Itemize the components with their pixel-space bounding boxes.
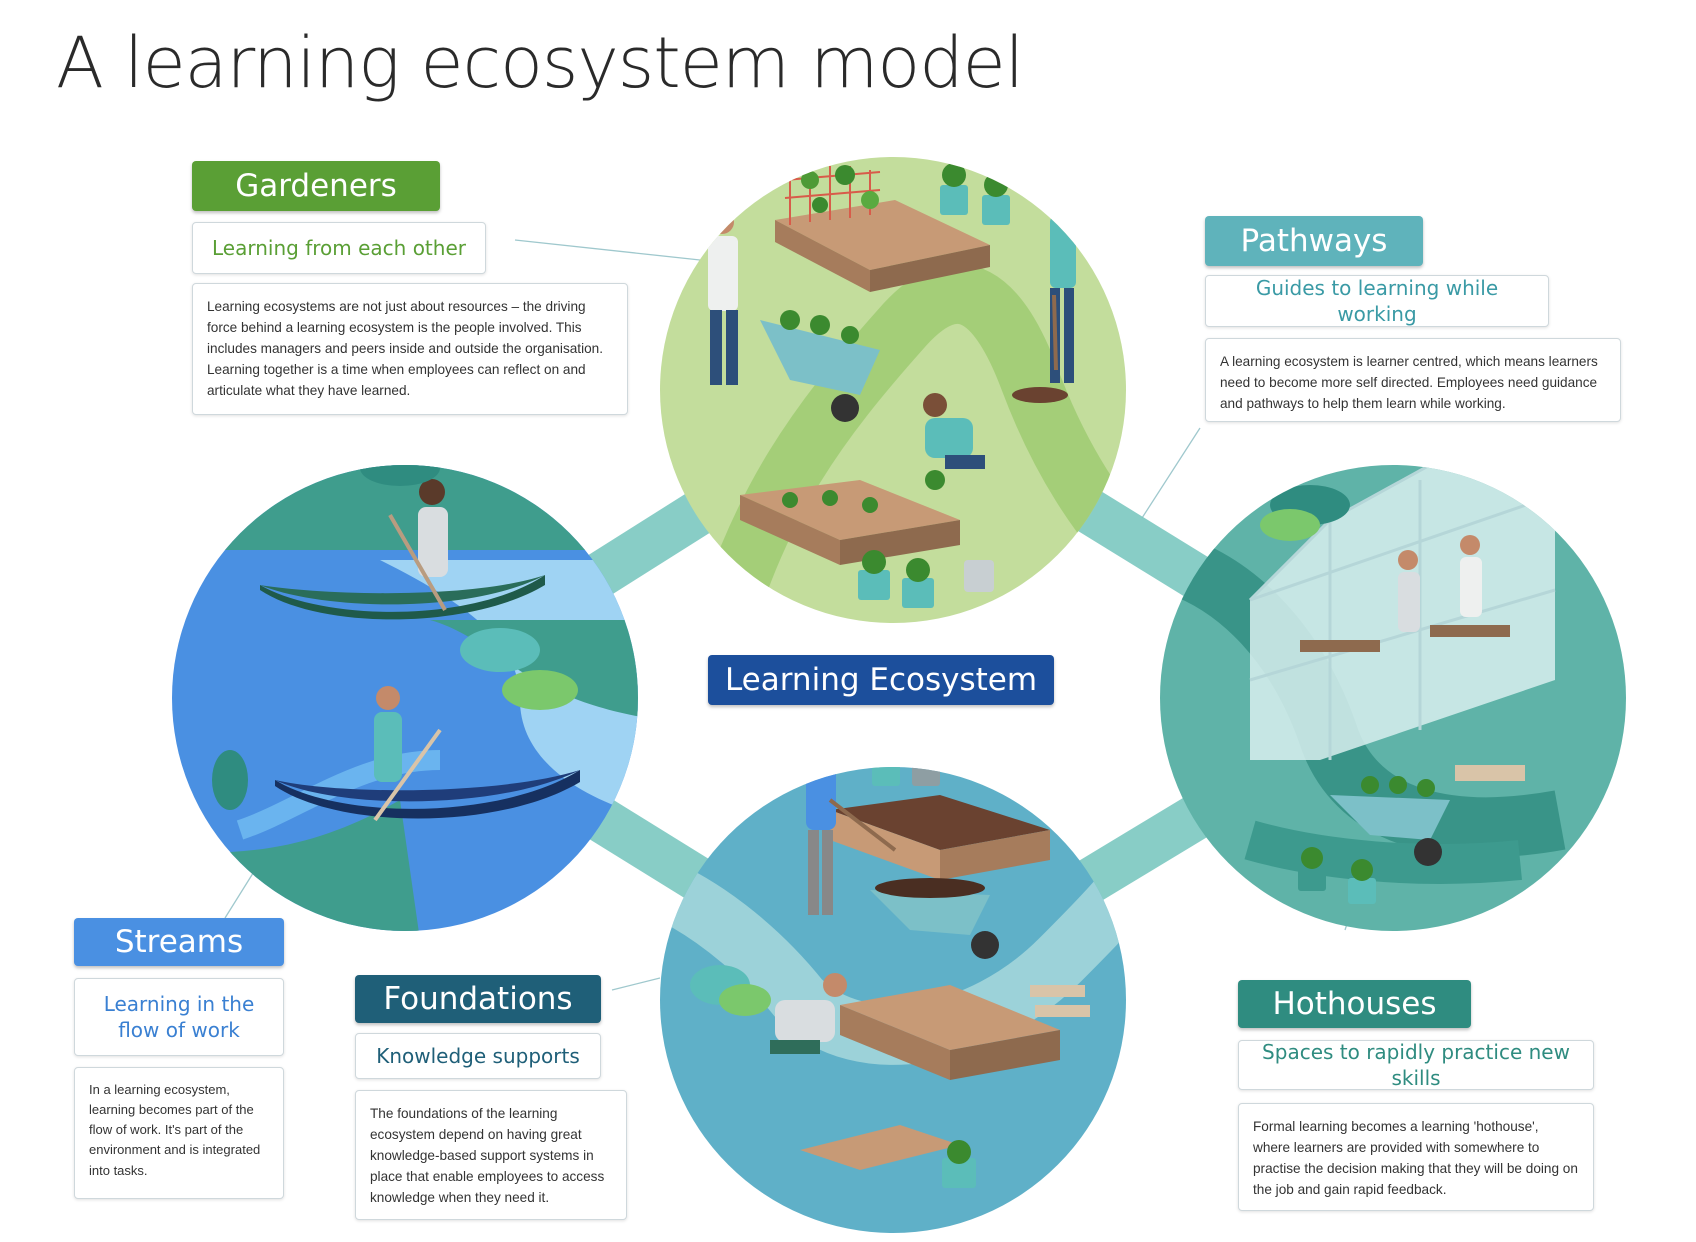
- pathways-tag: Pathways: [1205, 216, 1423, 266]
- gardeners-tag: Gardeners: [192, 161, 440, 211]
- foundations-subtitle: Knowledge supports: [355, 1033, 601, 1079]
- center-tag: Learning Ecosystem: [708, 655, 1054, 705]
- hothouses-tag: Hothouses: [1238, 980, 1471, 1028]
- gardeners-scene: [660, 157, 1126, 623]
- gardeners-subtitle: Learning from each other: [192, 222, 486, 274]
- foundations-tag: Foundations: [355, 975, 601, 1023]
- leader-lines: [224, 239, 1356, 991]
- hothouses-description: Formal learning becomes a learning 'hoth…: [1238, 1103, 1594, 1211]
- pathways-subtitle: Guides to learning while working: [1205, 275, 1549, 327]
- page-title: A learning ecosystem model: [56, 22, 1024, 104]
- streams-subtitle: Learning in the flow of work: [74, 978, 284, 1056]
- streams-description: In a learning ecosystem, learning become…: [74, 1067, 284, 1199]
- hothouses-subtitle: Spaces to rapidly practice new skills: [1238, 1040, 1594, 1090]
- streams-tag: Streams: [74, 918, 284, 966]
- pathways-description: A learning ecosystem is learner centred,…: [1205, 338, 1621, 422]
- foundations-description: The foundations of the learning ecosyste…: [355, 1090, 627, 1220]
- hothouses-scene: [1160, 465, 1626, 931]
- gardeners-description: Learning ecosystems are not just about r…: [192, 283, 628, 415]
- streams-scene: [172, 465, 638, 931]
- foundations-scene: [660, 767, 1126, 1233]
